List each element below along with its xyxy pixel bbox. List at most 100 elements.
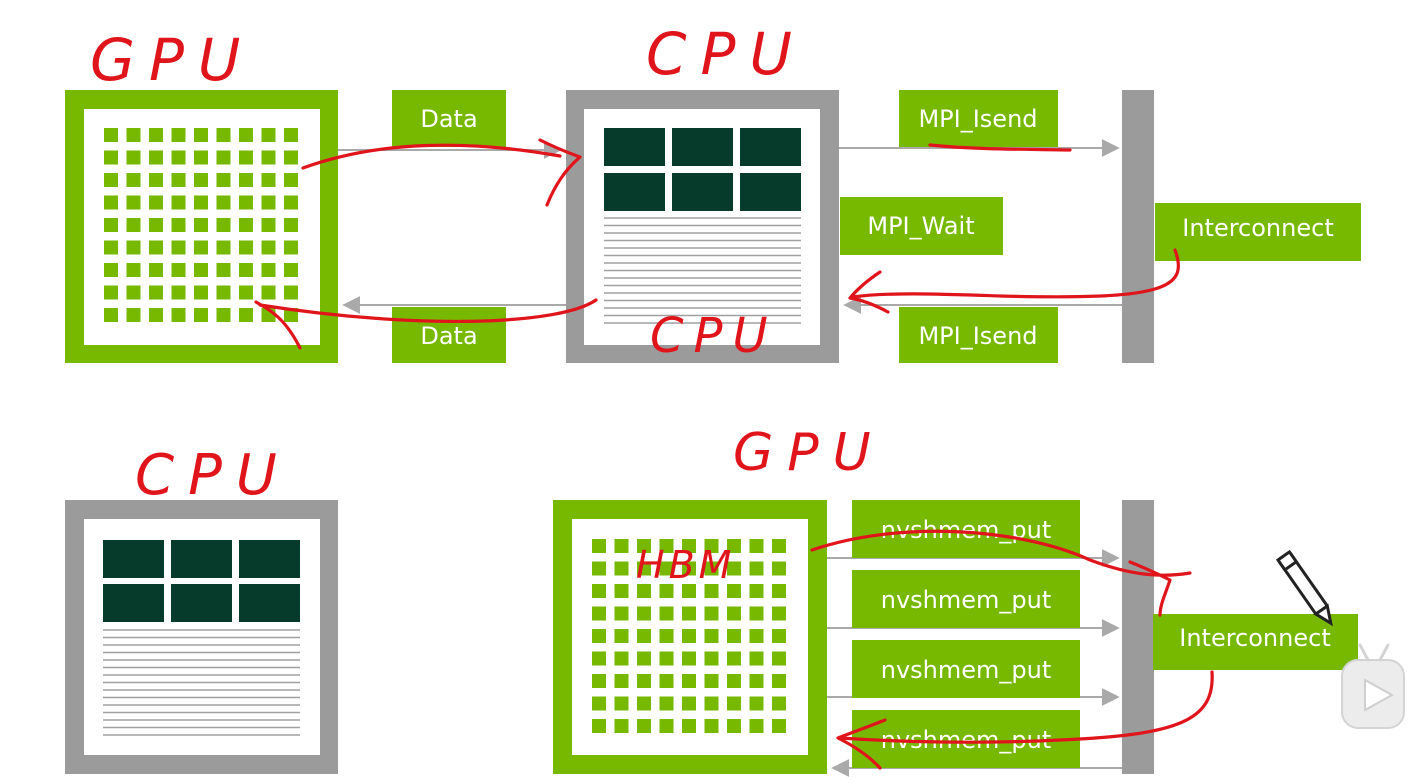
bottom-gpu-chip [553,500,827,774]
gpu-core-cell [239,263,253,277]
hand-drawn-arrows [254,138,1214,770]
label-mpi-isend-in: MPI_Isend [899,307,1058,363]
gpu-core-cell [727,719,741,733]
gpu-core-cell [284,173,298,187]
label-mpi-isend-out-text: MPI_Isend [918,105,1037,133]
gpu-core-cell [194,150,208,165]
gpu-core-cell [194,285,208,300]
gpu-core-cell [682,606,696,621]
label-data-to-cpu: Data [392,90,506,147]
gpu-core-cell [614,561,629,576]
play-button-icon[interactable] [1341,643,1405,729]
gpu-core-cell [659,674,674,688]
gpu-core-cell [216,218,231,232]
ink-arrowhead-gpu [254,300,302,350]
gpu-core-cell [727,696,741,711]
label-nvshmem-put-2: nvshmem_put [852,570,1080,628]
gpu-core-cell [614,629,629,643]
gpu-core-cell [704,719,719,733]
gpu-core-cell [772,651,786,666]
gpu-core-cell [614,606,629,621]
gpu-core-cell [104,128,118,142]
pencil-icon[interactable] [1275,549,1337,627]
gpu-core-cell [216,150,231,165]
gpu-core-cell [772,606,786,621]
gpu-core-cell [659,719,674,733]
gpu-core-cell [614,651,629,666]
gpu-core-cell [149,150,163,165]
label-data-to-gpu-text: Data [420,322,477,350]
gpu-core-cell [772,584,786,598]
gpu-core-cell [149,128,163,142]
gpu-core-cell [637,606,651,621]
gpu-core-cell [216,195,231,210]
gpu-core-cell [659,606,674,621]
gpu-core-cell [592,539,606,553]
ink-arrowhead-interconnect [1128,560,1172,617]
bottom-cpu-chip [65,500,338,774]
gpu-core-cell [749,719,764,733]
gpu-core-cell [171,195,186,210]
gpu-core-cell [104,218,118,232]
gpu-core-cell [284,240,298,255]
gpu-core-cell [171,173,186,187]
gpu-core-cell [171,285,186,300]
gpu-core-cell [171,263,186,277]
gpu-core-cell [284,263,298,277]
gpu-core-cell [637,629,651,643]
ink-underline-isend [928,143,1072,152]
gpu-core-cell [637,539,651,553]
gpu-core-cell [104,308,118,322]
gpu-core-cell [126,240,141,255]
ink-arrowhead-cpu [538,138,582,207]
handwritten-hbm: HBM [636,543,735,587]
gpu-core-cell [592,561,606,576]
gpu-core-cell [216,285,231,300]
gpu-core-cell [126,150,141,165]
gpu-core-cell [637,561,651,576]
gpu-core-cell [682,674,696,688]
gpu-core-cell [194,263,208,277]
gpu-core-cell [149,218,163,232]
label-mpi-isend-out: MPI_Isend [899,90,1058,147]
gpu-core-cell [749,584,764,598]
gpu-core-cell [659,584,674,598]
gpu-core-cell [614,719,629,733]
gpu-core-cell [592,606,606,621]
gpu-core-cell [772,696,786,711]
label-interconnect-bottom: Interconnect [1153,614,1358,670]
gpu-core-cell [614,584,629,598]
top-gpu-chip [65,90,338,363]
gpu-core-cell [126,195,141,210]
gpu-core-cell [659,561,674,576]
gpu-core-cell [171,308,186,322]
gpu-core-cell [592,651,606,666]
gpu-core-cell [637,696,651,711]
gpu-core-cell [284,285,298,300]
gpu-core-cell [194,195,208,210]
gpu-core-cell [614,539,629,553]
gpu-core-cell [727,606,741,621]
gpu-core-cell [261,195,276,210]
gpu-core-cell [772,629,786,643]
gpu-core-cell [704,629,719,643]
gpu-core-cell [216,240,231,255]
gpu-core-cell [149,308,163,322]
gpu-core-cell [216,308,231,322]
gpu-core-cell [772,719,786,733]
gpu-core-cell [194,218,208,232]
gpu-core-cell [772,674,786,688]
gpu-core-cell [592,584,606,598]
gpu-core-cell [126,308,141,322]
gpu-core-cell [614,696,629,711]
gpu-core-cell [659,651,674,666]
gpu-core-cell [126,218,141,232]
gpu-core-cell [104,150,118,165]
label-nvshmem-put-3: nvshmem_put [852,640,1080,698]
label-interconnect-bottom-text: Interconnect [1179,624,1330,652]
gpu-core-cell [637,584,651,598]
gpu-core-cell [704,651,719,666]
handwritten-gpu-top: GPU [90,26,254,94]
gpu-core-cell [149,285,163,300]
gpu-core-cell [682,696,696,711]
